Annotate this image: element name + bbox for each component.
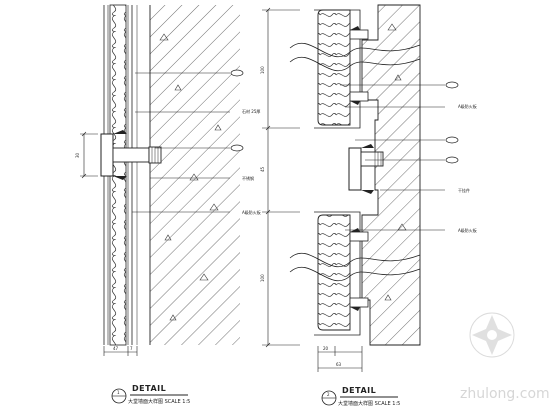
- right-detail-title: DETAIL: [342, 386, 376, 395]
- right-dim-top: 100: [260, 66, 265, 74]
- right-concrete-wall: [361, 4, 421, 346]
- right-dimension-base: [317, 346, 363, 372]
- watermark: zhulong.com: [460, 312, 550, 402]
- right-lower-panel: [314, 211, 369, 336]
- right-middle-fixing: [348, 144, 384, 194]
- right-dim-mid: 45: [260, 166, 265, 172]
- left-clip-top: [113, 130, 127, 134]
- left-detail-subtitle: 大堂墙面大样图 SCALE 1:5: [128, 398, 190, 405]
- right-detail-subtitle: 大堂墙面大样图 SCALE 1:5: [338, 400, 400, 407]
- left-dimension-base: [103, 346, 138, 356]
- right-dimension-vertical: [262, 7, 300, 348]
- right-dim-bot: 100: [260, 274, 265, 282]
- left-aggregate-marks: [159, 33, 222, 321]
- left-detail: 石材 25厚 不锈钢 A级防火板 30 47 7 1 DETAIL 大堂墙面大样…: [75, 4, 261, 405]
- right-dim-base-a: 20: [323, 346, 329, 351]
- right-dim-base-b: 63: [336, 362, 342, 367]
- right-note-3: A级防火板: [458, 227, 477, 233]
- right-callouts: [445, 81, 459, 164]
- left-fixing-bracket: [100, 133, 114, 177]
- watermark-text: zhulong.com: [460, 386, 550, 402]
- left-leaders: [132, 72, 230, 213]
- left-note-1: 石材 25厚: [242, 108, 260, 114]
- left-dimension-bolt: [80, 131, 98, 179]
- right-detail-marker-num: 2: [327, 392, 330, 397]
- left-note-2: 不锈钢: [242, 175, 254, 181]
- right-leaders: [340, 84, 445, 231]
- left-detail-marker-num: 1: [117, 390, 120, 395]
- left-note-3: A级防火板: [242, 209, 261, 215]
- right-note-2: 干挂件: [458, 187, 470, 193]
- right-detail: A级防火板 干挂件 A级防火板 100 45 100 20 63: [260, 4, 477, 407]
- left-bolt-shank: [112, 147, 150, 163]
- right-break-lines: [289, 42, 421, 282]
- left-dim-bolt-label: 30: [75, 152, 80, 158]
- right-note-1: A级防火板: [458, 103, 477, 109]
- left-callouts: [230, 69, 244, 152]
- left-clip-bottom: [113, 176, 127, 180]
- left-dim-base-a: 47: [113, 346, 119, 351]
- right-upper-panel: [314, 9, 369, 129]
- left-dim-base-b: 7: [130, 346, 133, 351]
- left-detail-title: DETAIL: [132, 384, 166, 393]
